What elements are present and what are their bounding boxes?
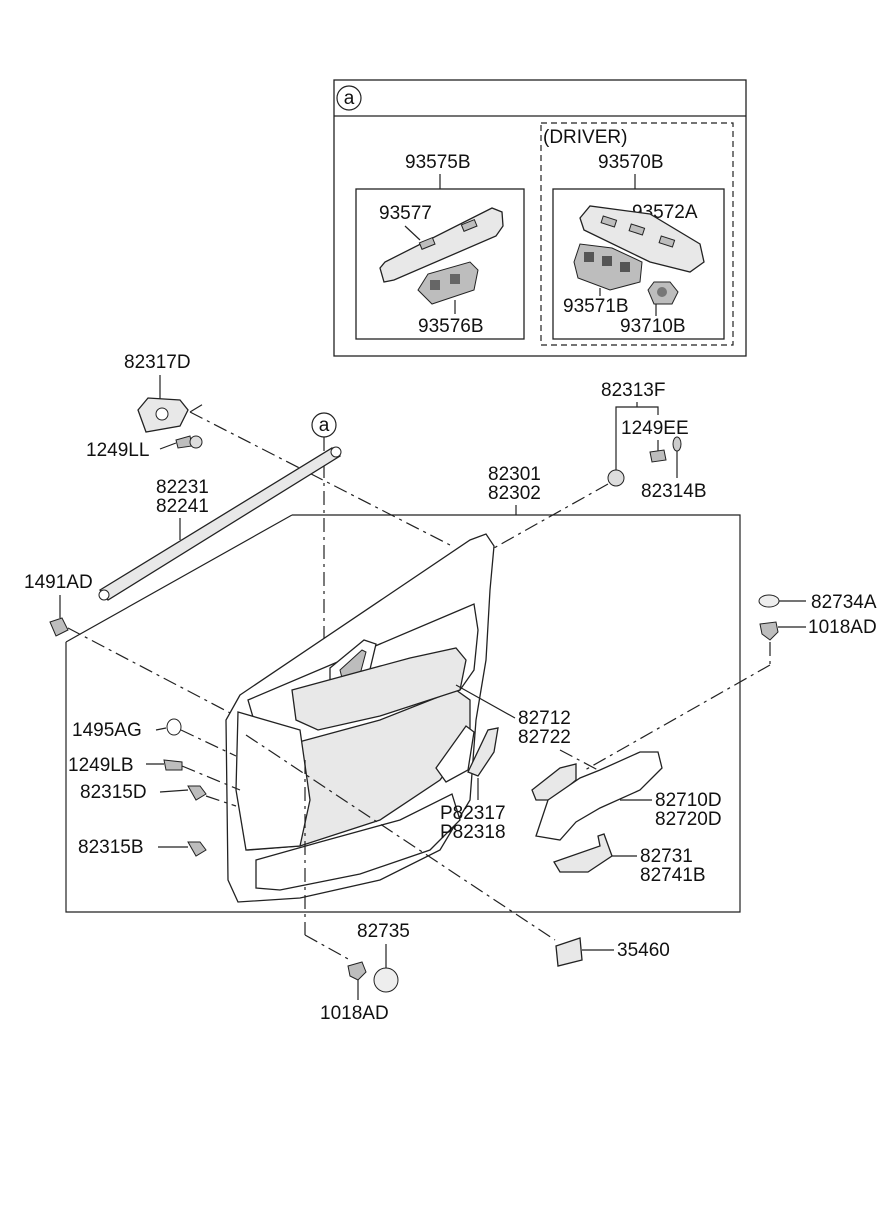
label-82302: 82302 <box>488 483 541 504</box>
label-plate-35460 <box>555 937 583 967</box>
label-1249LL: 1249LL <box>86 440 149 461</box>
label-93570B: 93570B <box>598 152 664 173</box>
label-1018AD-right: 1018AD <box>808 617 877 638</box>
label-1491AD: 1491AD <box>24 572 93 593</box>
label-93575B: 93575B <box>405 152 471 173</box>
label-82241: 82241 <box>156 496 209 517</box>
label-82710D: 82710D <box>655 790 722 811</box>
grab-handle <box>435 725 475 783</box>
cap-1495AG <box>166 718 182 736</box>
cap-82735 <box>373 967 399 993</box>
label-82313F: 82313F <box>601 380 665 401</box>
label-1018AD-bottom: 1018AD <box>320 1003 389 1024</box>
label-93571B: 93571B <box>563 296 629 317</box>
label-82735: 82735 <box>357 921 410 942</box>
armrest-82710D <box>535 751 663 841</box>
label-93577: 93577 <box>379 203 432 224</box>
callout-marker: a <box>319 415 330 436</box>
label-35460: 35460 <box>617 940 670 961</box>
label-82734A: 82734A <box>811 592 877 613</box>
label-1495AG: 1495AG <box>72 720 142 741</box>
label-82315B: 82315B <box>78 837 144 858</box>
switch-mount <box>291 647 467 731</box>
inset-panel: a (DRIVER) 93575B 93577 93576B 93570B 93… <box>333 79 747 357</box>
screw-1018AD-bottom <box>347 961 367 981</box>
bracket-82731 <box>553 833 613 873</box>
label-82314B: 82314B <box>641 481 707 502</box>
door-pocket <box>255 793 461 891</box>
inset-marker: a <box>344 88 355 109</box>
cap-82734A <box>758 594 780 608</box>
weatherstrip-82231 <box>99 447 342 601</box>
label-82301: 82301 <box>488 464 541 485</box>
label-93710B: 93710B <box>620 316 686 337</box>
label-P82317: P82317 <box>440 803 506 824</box>
label-82231: 82231 <box>156 477 209 498</box>
label-82317D: 82317D <box>124 352 191 373</box>
screw-1249EE <box>649 449 667 463</box>
door-trim-panel <box>225 533 495 903</box>
speaker-area <box>235 711 311 851</box>
label-82741B: 82741B <box>640 865 706 886</box>
screw-1018AD-right <box>759 621 779 641</box>
clip-1491AD <box>49 617 69 637</box>
label-82722: 82722 <box>518 727 571 748</box>
nut-82313F <box>607 469 625 487</box>
inset-marker-circle <box>336 85 362 111</box>
label-82712: 82712 <box>518 708 571 729</box>
screw-1249LB <box>163 759 183 771</box>
panel-frame <box>65 514 741 913</box>
grommet-82314B <box>672 436 682 452</box>
label-1249EE: 1249EE <box>621 418 689 439</box>
label-82315D: 82315D <box>80 782 147 803</box>
label-82720D: 82720D <box>655 809 722 830</box>
label-82731: 82731 <box>640 846 693 867</box>
driver-group-box <box>540 122 734 346</box>
label-P82318: P82318 <box>440 822 506 843</box>
label-93576B: 93576B <box>418 316 484 337</box>
trim-P82317 <box>467 727 499 777</box>
clip-82315D <box>187 785 207 801</box>
driver-label: (DRIVER) <box>543 127 627 148</box>
switch-93576B <box>417 261 479 305</box>
label-1249LB: 1249LB <box>68 755 134 776</box>
clip-82315B <box>187 841 207 857</box>
